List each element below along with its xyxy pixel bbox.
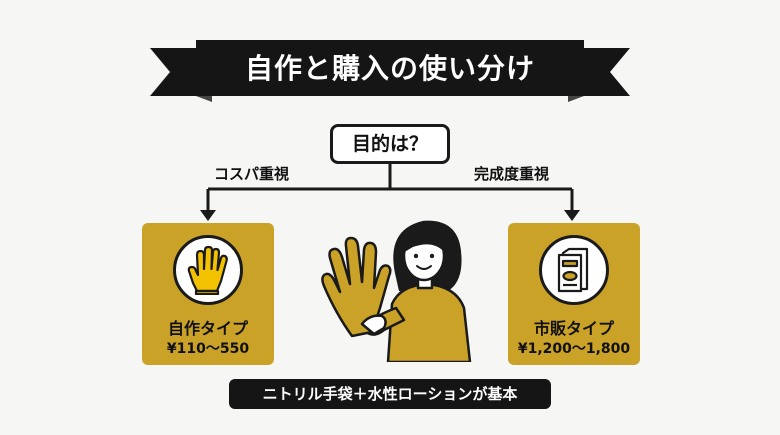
card-store-name: 市販タイプ [533, 319, 614, 338]
branch-label-cost: コスパ重視 [214, 165, 290, 183]
card-store-icon-circle [539, 235, 609, 305]
title-ribbon: 自作と購入の使い分け [150, 36, 630, 102]
person-with-glove-illustration [321, 220, 472, 362]
branch-label-quality: 完成度重視 [474, 165, 550, 183]
glove-hand-shape [321, 236, 392, 338]
card-diy: 自作タイプ ¥110〜550 [142, 223, 274, 365]
card-diy-icon-circle [173, 235, 243, 305]
footer-banner: ニトリル手袋＋水性ローションが基本 [229, 379, 551, 409]
glove-icon [187, 245, 228, 295]
card-diy-name: 自作タイプ [167, 319, 248, 338]
product-package-icon [557, 247, 589, 293]
card-diy-price: ¥110〜550 [166, 341, 250, 357]
card-store-price: ¥1,200〜1,800 [517, 341, 631, 357]
ribbon-shape [150, 40, 630, 102]
page-title: 自作と購入の使い分け [244, 52, 535, 85]
question-box: 目的は？ [330, 124, 450, 164]
arrow-right-head [564, 210, 580, 221]
arrow-left-head [200, 210, 216, 221]
card-store: 市販タイプ ¥1,200〜1,800 [508, 223, 640, 365]
